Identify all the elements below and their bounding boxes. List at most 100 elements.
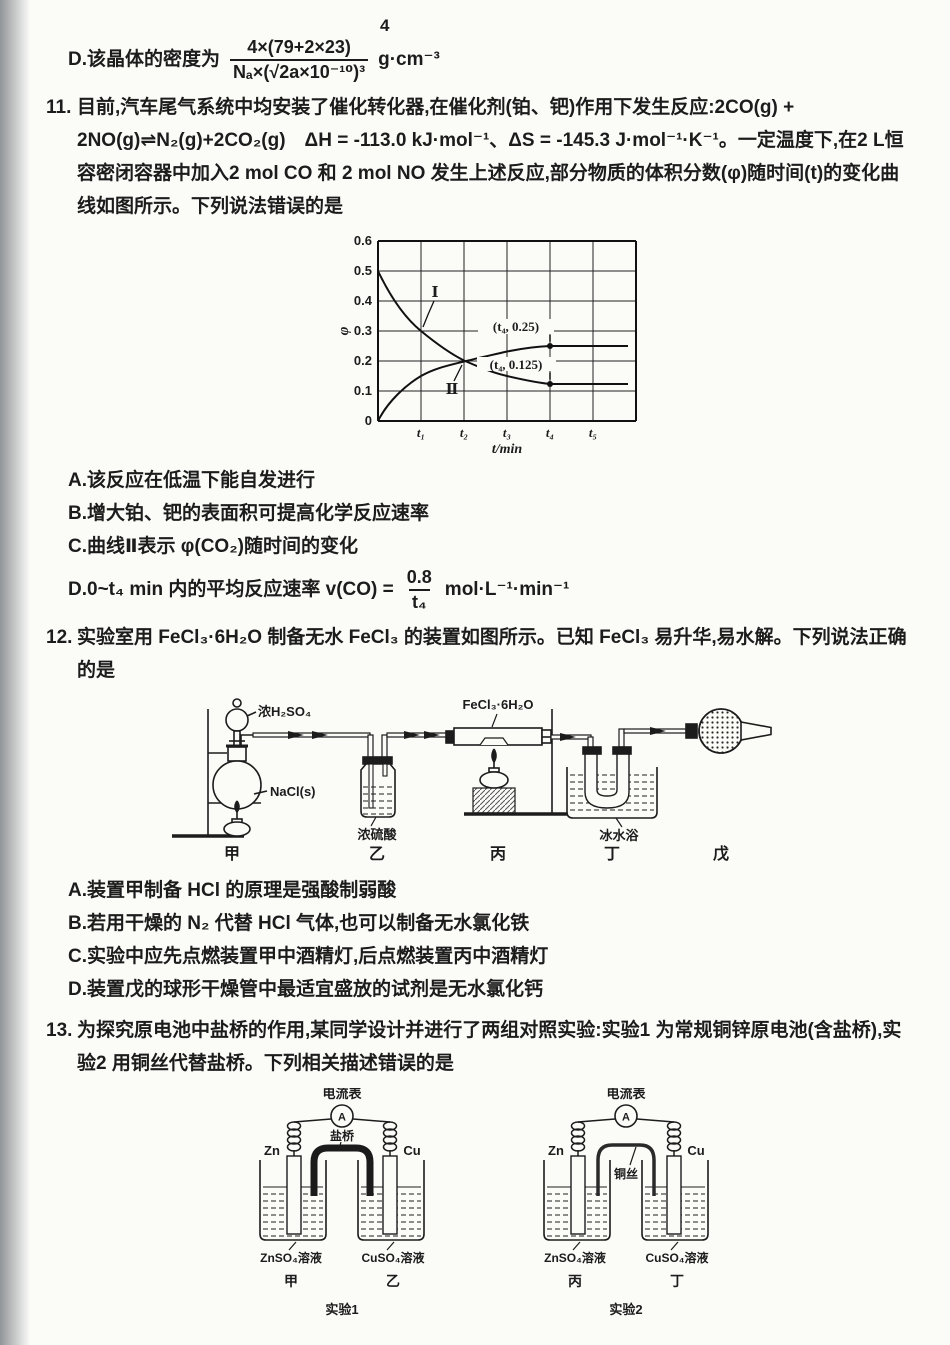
- x-axis-ticks: t₁ t₂ t₃ t₄ t₅: [417, 425, 597, 440]
- page-number: 4: [380, 16, 390, 35]
- copper-wire-bridge: [596, 1143, 656, 1196]
- svg-text:0.4: 0.4: [354, 293, 373, 308]
- q11d-frac-numerator: 0.8: [406, 567, 432, 587]
- ammeter-label: 电流表: [606, 1088, 646, 1101]
- circuit-wires: [570, 1118, 682, 1158]
- q12-stem: 实验室用 FeCl₃·6H₂O 制备无水 FeCl₃ 的装置如图所示。已知 Fe…: [77, 627, 907, 681]
- svg-text:t₅: t₅: [589, 425, 597, 440]
- ammeter: [330, 1104, 354, 1128]
- svg-text:t₄: t₄: [546, 425, 554, 440]
- apparatus-bing: [445, 709, 582, 816]
- q11-option-c: C.曲线Ⅱ表示 φ(CO₂)随时间的变化: [68, 536, 358, 557]
- zinc-electrode: [570, 1155, 586, 1235]
- question-11: 11. 目前,汽车尾气系统中均安装了催化转化器,在催化剂(铂、钯)作用下发生反应…: [46, 91, 910, 223]
- label-ice-bath: 冰水浴: [599, 828, 639, 843]
- curve-II-label: Ⅱ: [446, 382, 459, 398]
- q11d-frac-denominator: t₄: [408, 588, 430, 614]
- zinc-electrode: [286, 1155, 302, 1235]
- bridge-label: 盐桥: [330, 1128, 355, 1143]
- ammeter-symbol: A: [338, 1112, 346, 1124]
- q10d-frac-numerator: 4×(79+2×23): [247, 37, 351, 57]
- q12-option-c: C.实验中应先点燃装置甲中酒精灯,后点燃装置丙中酒精灯: [68, 946, 549, 967]
- q12-apparatus: 浓H₂SO₄ NaCl(s): [172, 697, 772, 863]
- svg-text:0.3: 0.3: [354, 323, 372, 338]
- apparatus-jia: [172, 698, 268, 838]
- apparatus-labels: 甲 乙 丙 丁 戊: [224, 844, 729, 863]
- ammeter: [614, 1104, 638, 1128]
- q11d-text-after: mol·L⁻¹·min⁻¹: [444, 579, 570, 600]
- curve-I-leader: [422, 300, 435, 328]
- ammeter-label: 电流表: [322, 1088, 362, 1101]
- q13-figures: 电流表 A: [242, 1088, 910, 1320]
- annotation-markers: [547, 335, 553, 387]
- beakers: [259, 1160, 425, 1241]
- zn-label: Zn: [264, 1143, 280, 1158]
- q11-figure: Ⅰ Ⅱ (t₄, 0.25) (t₄, 0.125) 0 0.1 0.2 0.3: [328, 229, 910, 462]
- experiment-caption: 实验2: [609, 1302, 642, 1317]
- q12-number: 12.: [46, 627, 73, 648]
- svg-text:0.1: 0.1: [354, 383, 372, 398]
- tube-bing-to-ding: [550, 733, 594, 750]
- svg-text:t₃: t₃: [503, 425, 511, 440]
- q11d-text-before: D.0~t₄ min 内的平均反应速率 v(CO) =: [68, 579, 394, 600]
- annotation-2: (t₄, 0.125): [490, 357, 543, 372]
- x-axis-label: t/min: [492, 442, 523, 457]
- ammeter-symbol: A: [622, 1112, 630, 1124]
- left-cell-label: 甲: [284, 1273, 298, 1289]
- left-solution-label: ZnSO₄溶液: [260, 1250, 322, 1265]
- q13-experiment-1: 电流表 A: [259, 1088, 425, 1317]
- left-cell-label: 丙: [568, 1273, 582, 1289]
- left-solution-leader: [288, 1241, 297, 1251]
- q11-option-d: D.0~t₄ min 内的平均反应速率 v(CO) = 0.8 t₄ mol·L…: [68, 566, 910, 613]
- q13-experiment-2: 电流表 A: [543, 1088, 709, 1317]
- right-solution-leader: [670, 1241, 679, 1251]
- q12-option-d: D.装置戊的球形干燥管中最适宜盛放的试剂是无水氯化钙: [68, 979, 544, 1000]
- annotation-1-bg: [478, 319, 554, 334]
- zn-label: Zn: [548, 1143, 564, 1158]
- svg-text:0: 0: [365, 413, 372, 428]
- q12-options: A.装置甲制备 HCl 的原理是强酸制弱酸 B.若用干燥的 N₂ 代替 HCl …: [46, 874, 910, 1006]
- label-conc-h2so4: 浓H₂SO₄: [258, 704, 311, 719]
- question-13: 13. 为探究原电池中盐桥的作用,某同学设计并进行了两组对照实验:实验1 为常规…: [46, 1014, 910, 1080]
- label-ding: 丁: [604, 846, 620, 863]
- apparatus-wu: [685, 708, 772, 754]
- q11-option-a: A.该反应在低温下能自发进行: [68, 470, 316, 491]
- q11-option-b: B.增大铂、钯的表面积可提高化学反应速率: [68, 503, 430, 524]
- q12-figure: 浓H₂SO₄ NaCl(s): [120, 695, 910, 872]
- label-conc-sulfuric: 浓硫酸: [357, 827, 397, 842]
- svg-text:t₁: t₁: [417, 425, 425, 440]
- copper-electrode: [382, 1155, 398, 1235]
- q10d-text-after: g·cm⁻³: [378, 49, 440, 70]
- q11-options: A.该反应在低温下能自发进行 B.增大铂、钯的表面积可提高化学反应速率 C.曲线…: [46, 464, 910, 613]
- q11-number: 11.: [46, 97, 72, 118]
- y-axis-ticks: 0 0.1 0.2 0.3 0.4 0.5 0.6: [354, 233, 373, 428]
- q13-stem: 为探究原电池中盐桥的作用,某同学设计并进行了两组对照实验:实验1 为常规铜锌原电…: [77, 1020, 902, 1074]
- svg-text:t₂: t₂: [460, 425, 468, 440]
- apparatus-ding: [566, 728, 658, 828]
- beakers: [543, 1160, 709, 1241]
- right-solution-leader: [386, 1241, 395, 1251]
- svg-text:0.2: 0.2: [354, 353, 372, 368]
- copper-electrode: [666, 1155, 682, 1235]
- bridge-leader: [338, 1141, 342, 1150]
- y-axis-label: φ: [336, 326, 352, 335]
- cu-label: Cu: [687, 1143, 704, 1158]
- right-cell-label: 乙: [386, 1273, 400, 1289]
- right-solution-label: CuSO₄溶液: [361, 1250, 424, 1265]
- tube-ding-to-wu: [623, 727, 687, 735]
- left-solution-label: ZnSO₄溶液: [544, 1250, 606, 1265]
- right-cell-label: 丁: [670, 1273, 684, 1289]
- left-solution-leader: [572, 1241, 581, 1251]
- label-bing: 丙: [490, 845, 506, 863]
- svg-text:0.6: 0.6: [354, 233, 372, 248]
- tube-jia-to-yi: [252, 731, 371, 739]
- label-fecl3-6h2o: FeCl₃·6H₂O: [462, 697, 533, 712]
- svg-text:0.5: 0.5: [354, 263, 372, 278]
- q10-option-d: D.该晶体的密度为 4×(79+2×23) Nₐ×(√2a×10⁻¹⁰)³ g·…: [68, 36, 910, 83]
- wire-leader: [629, 1146, 637, 1166]
- wire-label: 铜丝: [614, 1166, 638, 1181]
- cu-label: Cu: [403, 1143, 420, 1158]
- question-12: 12. 实验室用 FeCl₃·6H₂O 制备无水 FeCl₃ 的装置如图所示。已…: [46, 621, 910, 687]
